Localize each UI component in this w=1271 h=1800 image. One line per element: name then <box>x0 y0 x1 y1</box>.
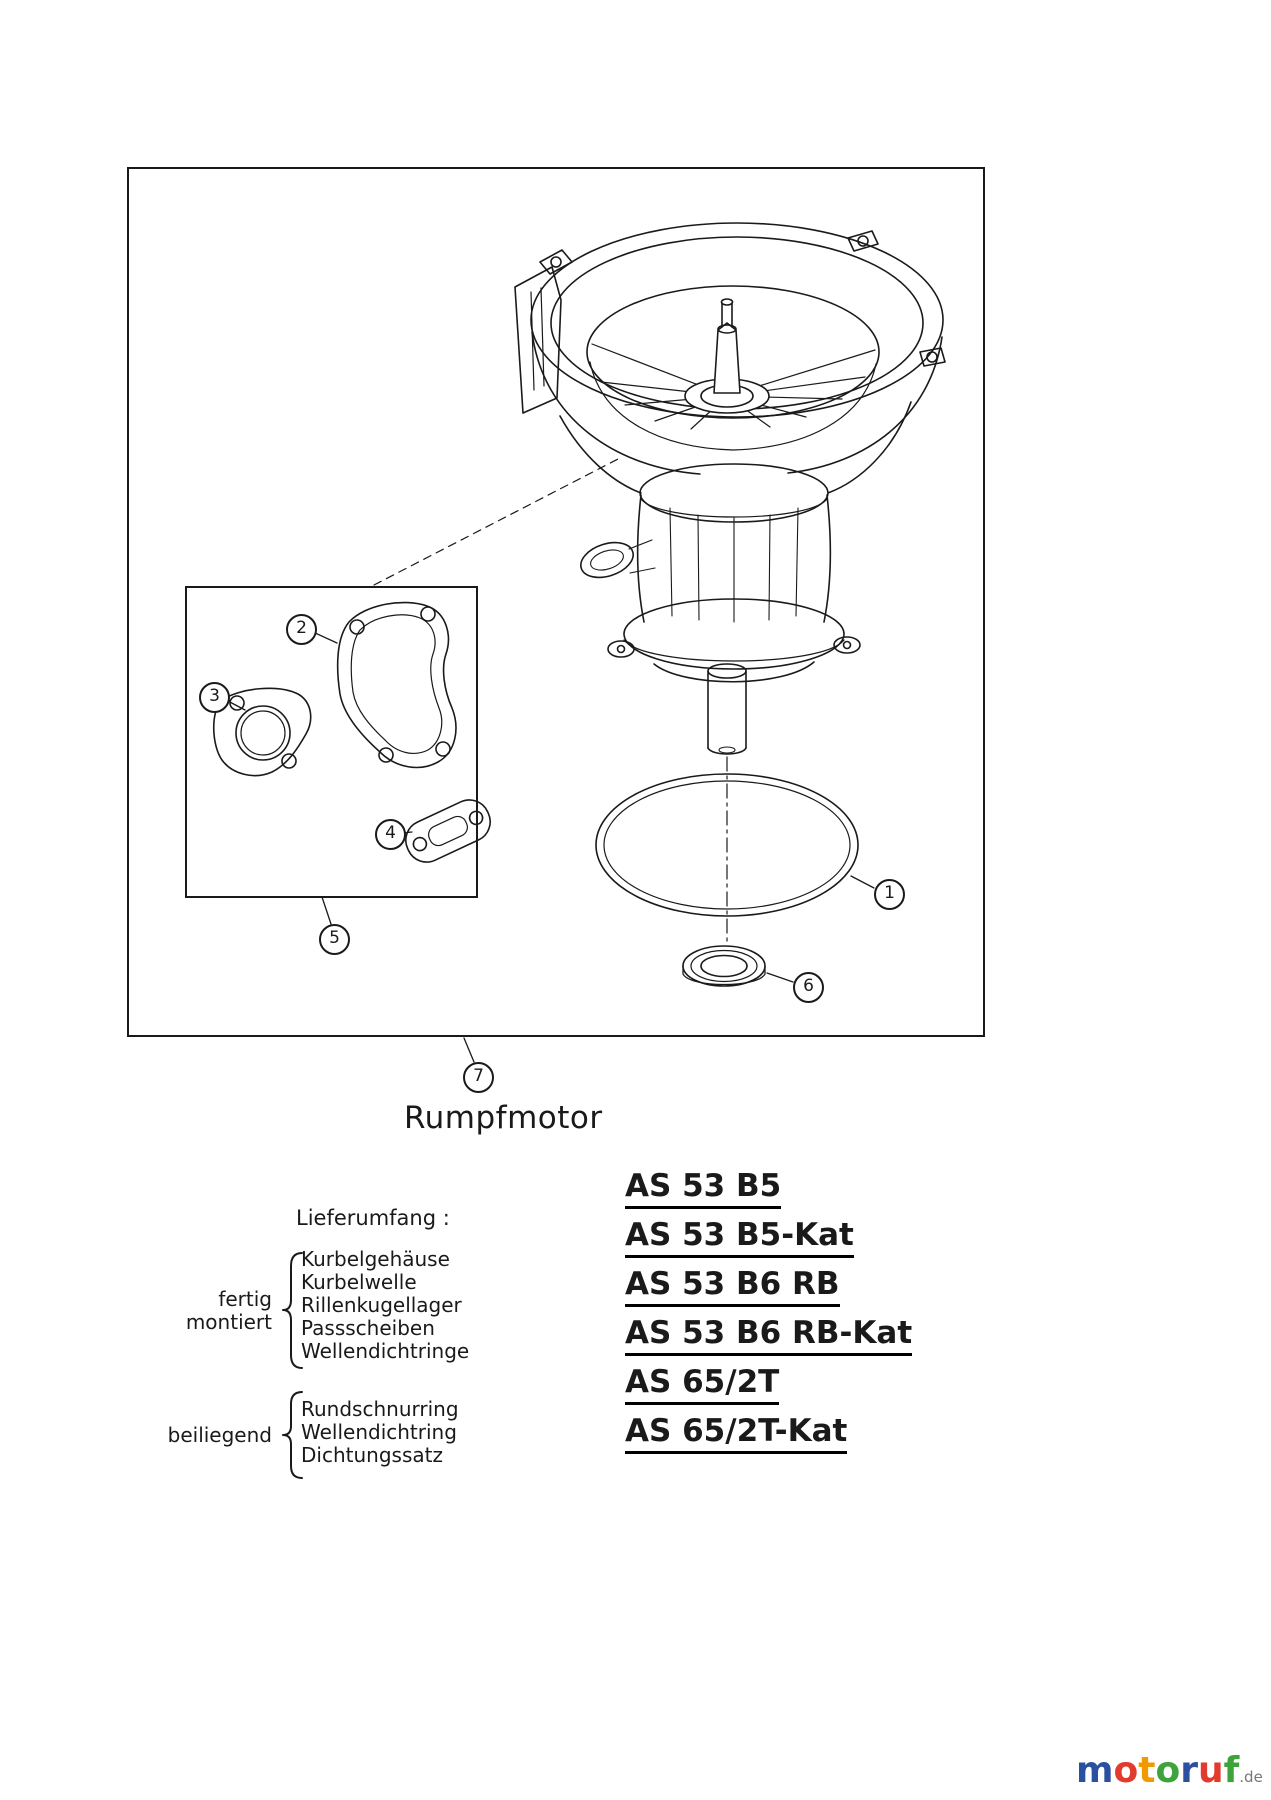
diagram-frame <box>127 167 985 1037</box>
callout-2: 2 <box>286 614 317 645</box>
logo-letter-5: u <box>1197 1750 1224 1791</box>
model-link-label: AS 53 B5-Kat <box>625 1217 854 1259</box>
model-link-label: AS 65/2T-Kat <box>625 1413 848 1455</box>
callout-7: 7 <box>463 1062 494 1093</box>
model-link[interactable]: AS 53 B6 RB <box>625 1266 912 1315</box>
delivery-item: Kurbelwelle <box>301 1270 417 1294</box>
callout-6: 6 <box>793 972 824 1003</box>
logo-letter-6: f <box>1223 1750 1240 1791</box>
delivery-item: Rillenkugellager <box>301 1293 462 1317</box>
callout-4: 4 <box>375 819 406 850</box>
motoruf-logo[interactable]: motoruf.de <box>1076 1750 1263 1791</box>
delivery-item: Passscheiben <box>301 1316 435 1340</box>
logo-suffix: .de <box>1239 1768 1263 1786</box>
logo-letter-2: t <box>1138 1750 1156 1791</box>
logo-letter-4: r <box>1180 1750 1198 1791</box>
delivery-item: Dichtungssatz <box>301 1443 443 1467</box>
model-link[interactable]: AS 65/2T <box>625 1364 912 1413</box>
diagram-caption: Rumpfmotor <box>404 1100 603 1136</box>
model-link-label: AS 65/2T <box>625 1364 780 1406</box>
logo-letter-1: o <box>1113 1750 1139 1791</box>
model-list: AS 53 B5 AS 53 B5-Kat AS 53 B6 RB AS 53 … <box>625 1168 913 1462</box>
label-line: beiliegend <box>167 1423 272 1447</box>
callout-1: 1 <box>874 879 905 910</box>
delivery-item: Kurbelgehäuse <box>301 1247 450 1271</box>
delivery-item: Wellendichtringe <box>301 1339 470 1363</box>
logo-letter-3: o <box>1155 1750 1181 1791</box>
delivery-group-label-fertig-montiert: fertig montiert <box>130 1288 272 1334</box>
callout-3: 3 <box>199 682 230 713</box>
delivery-braces <box>282 1252 303 1479</box>
model-link-label: AS 53 B6 RB <box>625 1266 840 1308</box>
delivery-items-beiliegend: Rundschnurring Wellendichtring Dichtungs… <box>301 1398 459 1467</box>
delivery-item: Wellendichtring <box>301 1420 457 1444</box>
logo-letter-0: m <box>1076 1750 1114 1791</box>
model-link[interactable]: AS 53 B6 RB-Kat <box>625 1315 913 1364</box>
delivery-group-label-beiliegend: beiliegend <box>130 1424 272 1447</box>
gasket-set-box <box>185 586 478 898</box>
model-link[interactable]: AS 65/2T-Kat <box>625 1413 912 1462</box>
delivery-items-fertig-montiert: Kurbelgehäuse Kurbelwelle Rillenkugellag… <box>301 1248 469 1363</box>
model-link[interactable]: AS 53 B5 <box>625 1168 912 1217</box>
delivery-scope-title: Lieferumfang : <box>296 1206 450 1230</box>
model-link-label: AS 53 B5 <box>625 1168 782 1210</box>
model-link[interactable]: AS 53 B5-Kat <box>625 1217 912 1266</box>
label-line: fertig <box>218 1287 272 1311</box>
model-link-label: AS 53 B6 RB-Kat <box>625 1315 913 1357</box>
callout-5: 5 <box>319 924 350 955</box>
label-line: montiert <box>185 1310 272 1334</box>
delivery-item: Rundschnurring <box>301 1397 459 1421</box>
